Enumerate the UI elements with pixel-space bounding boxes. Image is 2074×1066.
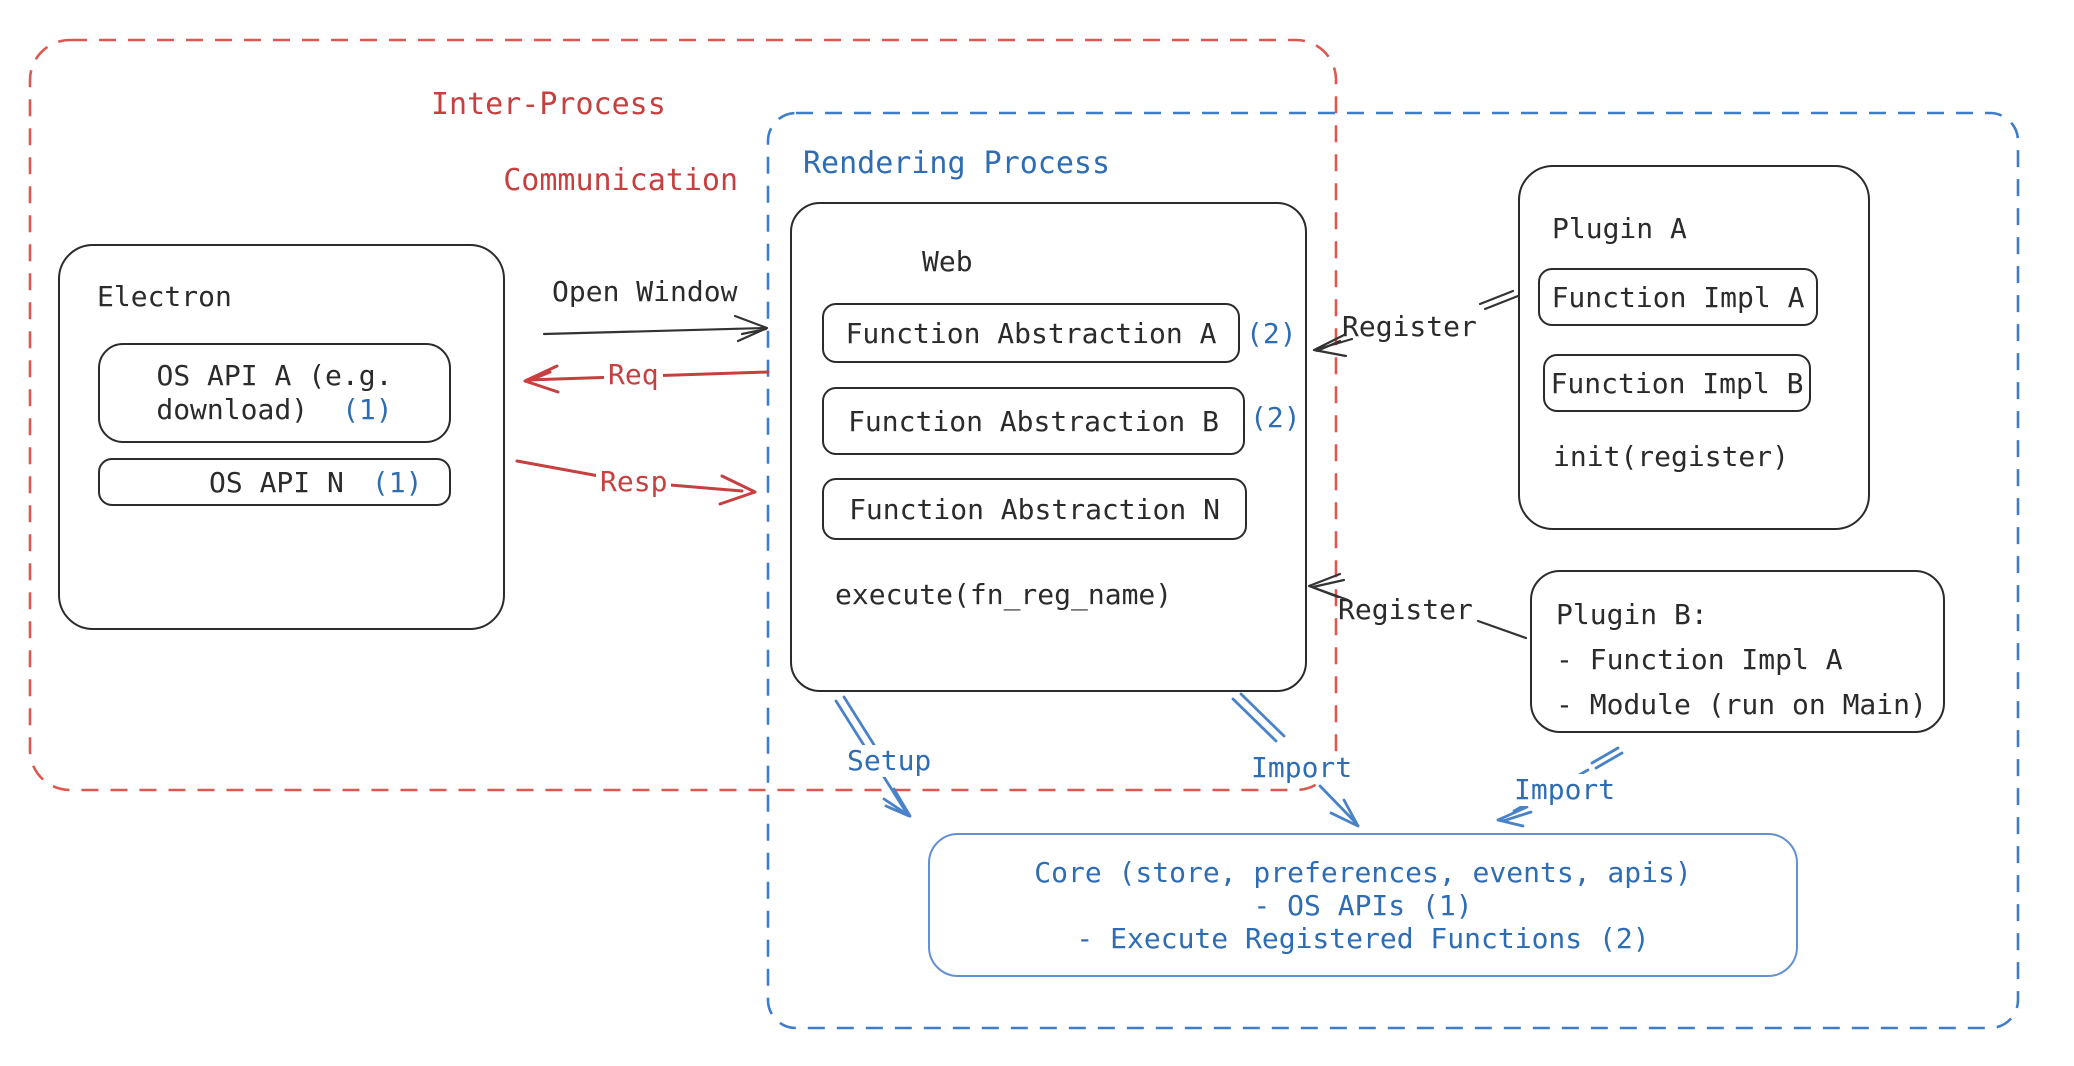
plugin-b-title: Plugin B: [1556, 598, 1708, 631]
os-api-a-line1: OS API A (e.g. [156, 359, 393, 392]
rendering-region-border [766, 111, 2020, 1030]
os-api-n-label: OS API N [209, 465, 344, 499]
core-box: Core (store, preferences, events, apis) … [928, 833, 1798, 977]
register-plugin-a-arrow [1312, 289, 1520, 358]
function-abstraction-n-label: Function Abstraction N [849, 492, 1220, 526]
function-abstraction-a-label: Function Abstraction A [845, 316, 1217, 350]
web-title: Web [922, 245, 973, 278]
req-label: Req [604, 358, 663, 392]
plugin-b-box [1530, 570, 1945, 733]
os-api-a-line2-row: download) (1) [156, 393, 392, 427]
plugin-b-text: Plugin B: - Function Impl A - Module (run … [1556, 592, 1927, 772]
open-window-arrow [542, 314, 769, 343]
ipc-region-title: Inter-Process Communication [431, 86, 738, 238]
register-plugin-b-arrow [1307, 572, 1528, 640]
function-abstraction-b-box: Function Abstraction B [822, 387, 1245, 455]
os-api-n-box: OS API N (1) [98, 458, 451, 506]
function-impl-a-label: Function Impl A [1551, 280, 1805, 314]
function-abstraction-a-note: (2) [1246, 317, 1297, 350]
electron-box [58, 244, 505, 630]
setup-label: Setup [843, 744, 936, 778]
function-abstraction-b-note: (2) [1250, 401, 1301, 434]
resp-label: Resp [596, 465, 672, 499]
plugin-a-box [1518, 165, 1870, 530]
ipc-title-line2: Communication [503, 163, 739, 198]
open-window-label: Open Window [552, 275, 738, 308]
os-api-a-note: (1) [342, 393, 393, 426]
web-box [790, 202, 1307, 692]
plugin-b-item-2: - Module (run on Main) [1556, 688, 1927, 721]
rendering-region-title: Rendering Process [803, 146, 1111, 181]
function-abstraction-b-label: Function Abstraction B [848, 404, 1219, 438]
os-api-a-box: OS API A (e.g. download) (1) [98, 343, 451, 443]
plugin-b-item-1: - Function Impl A [1556, 643, 1843, 676]
register-plugin-a-label: Register [1342, 310, 1477, 343]
ipc-region-border [28, 38, 1338, 792]
import-web-arrow [1231, 692, 1360, 828]
function-impl-a-box: Function Impl A [1538, 268, 1818, 326]
register-plugin-b-label: Register [1338, 593, 1473, 626]
import-web-label: Import [1247, 751, 1357, 785]
plugin-a-title: Plugin A [1552, 212, 1687, 245]
ipc-title-line1: Inter-Process [431, 87, 666, 122]
execute-label: execute(fn_reg_name) [835, 578, 1173, 611]
resp-arrow [515, 459, 757, 506]
function-abstraction-a-box: Function Abstraction A [822, 303, 1240, 363]
os-api-n-note: (1) [371, 465, 423, 499]
function-abstraction-n-box: Function Abstraction N [822, 478, 1247, 540]
electron-title: Electron [97, 280, 232, 313]
function-impl-b-box: Function Impl B [1543, 354, 1811, 412]
os-api-a-line2: download) [156, 393, 309, 426]
core-line1: Core (store, preferences, events, apis) [1034, 855, 1692, 889]
init-register-label: init(register) [1553, 440, 1790, 473]
core-line2: - OS APIs (1) [1253, 888, 1473, 922]
import-plugin-b-label: Import [1510, 773, 1620, 807]
function-impl-b-label: Function Impl B [1550, 366, 1804, 400]
core-line3: - Execute Registered Functions (2) [1076, 921, 1650, 955]
